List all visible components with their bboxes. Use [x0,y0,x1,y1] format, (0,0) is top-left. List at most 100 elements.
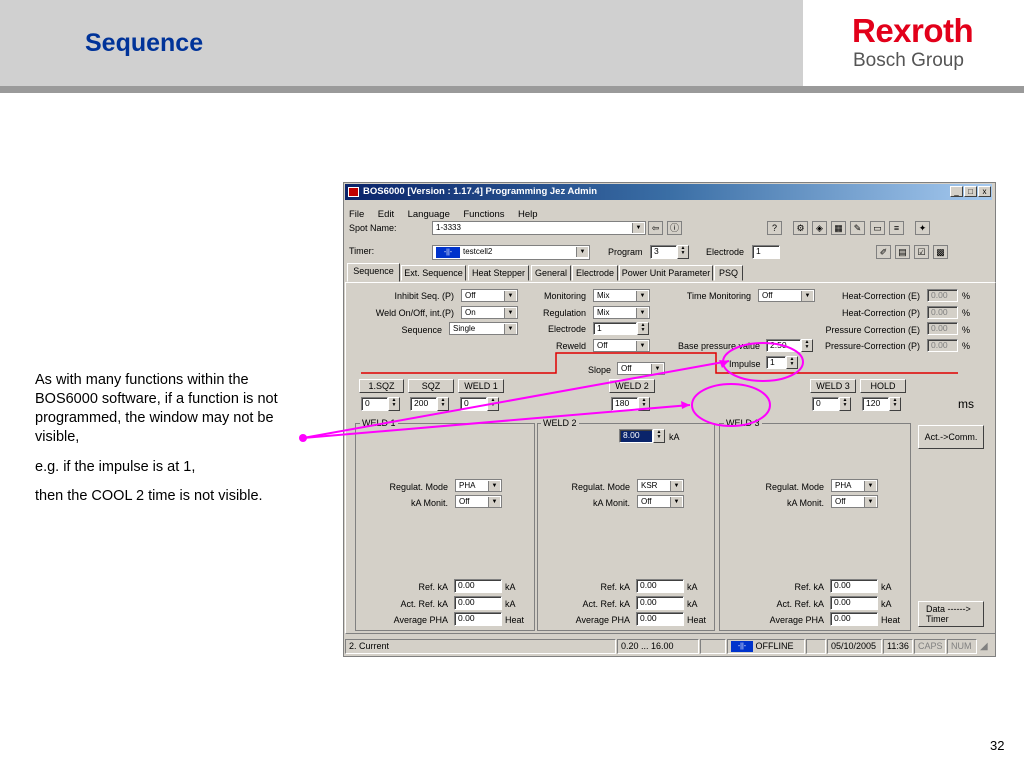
menu-edit[interactable]: Edit [377,209,395,220]
weld2-current-spinner[interactable]: ▲▼ [653,429,665,443]
tab-heat-stepper[interactable]: Heat Stepper [468,265,529,281]
regulation-select[interactable]: Mix▼ [593,306,650,319]
time-1sqz-input[interactable]: 0 [361,397,388,411]
tab-electrode[interactable]: Electrode [572,265,618,281]
weld2-ref-input[interactable]: 0.00 [636,579,684,593]
time-hold-input[interactable]: 120 [862,397,889,411]
heat-correction-e-input[interactable]: 0.00 [927,289,958,302]
settings-icon[interactable]: ⚙ [793,221,808,235]
pressure-correction-e-input[interactable]: 0.00 [927,322,958,335]
weld1-act-input[interactable]: 0.00 [454,596,502,610]
weld2-current-input[interactable]: 8.00 [619,429,653,443]
tab-psq[interactable]: PSQ [714,265,743,281]
spot-name-label: Spot Name: [349,223,397,233]
base-pressure-input[interactable]: 2.50 [766,339,801,352]
grid-icon[interactable]: ▦ [831,221,846,235]
minimize-button[interactable]: _ [950,186,963,197]
weld3-avg-input[interactable]: 0.00 [830,612,878,626]
impulse-spinner[interactable]: ▲▼ [786,356,798,369]
time-weld3-spinner[interactable]: ▲▼ [839,397,851,411]
data-timer-button[interactable]: Data ------> Timer [918,601,984,627]
menu-help[interactable]: Help [517,209,538,220]
time-sqz-spinner[interactable]: ▲▼ [437,397,449,411]
spot-name-select[interactable]: 1-3333▼ [432,221,646,235]
time-monitoring-select[interactable]: Off▼ [758,289,815,302]
heat-correction-p-input[interactable]: 0.00 [927,306,958,319]
reweld-select[interactable]: Off▼ [593,339,650,352]
data-timer-line1: Data ------> [926,604,971,614]
tab-power-unit[interactable]: Power Unit Parameter [619,265,713,281]
sequence-panel [345,282,996,634]
tab-sequence[interactable]: Sequence [347,263,400,282]
tool-icon[interactable]: ✦ [915,221,930,235]
chevron-down-icon: ▼ [504,324,516,334]
back-arrow-icon[interactable]: ⇦ [648,221,663,235]
table-icon[interactable]: ▩ [933,245,948,259]
electrode-num-spinner[interactable]: ▲▼ [637,322,649,335]
close-button[interactable]: x [978,186,991,197]
window-title: BOS6000 [Version : 1.17.4] Programming J… [363,186,598,197]
weld3-avg-label: Average PHA [769,615,824,625]
time-hold-spinner[interactable]: ▲▼ [889,397,901,411]
program-spinner[interactable]: ▲▼ [677,245,689,259]
inhibit-select[interactable]: Off▼ [461,289,518,302]
check-icon[interactable]: ☑ [914,245,929,259]
slope-select[interactable]: Off▼ [617,362,665,375]
help-icon[interactable]: ? [767,221,782,235]
edit-icon[interactable]: ✎ [850,221,865,235]
tab-ext-sequence[interactable]: Ext. Sequence [401,265,466,281]
time-weld2-spinner[interactable]: ▲▼ [638,397,650,411]
time-weld3-input[interactable]: 0 [812,397,839,411]
weld3-regul-select[interactable]: PHA▼ [831,479,878,492]
weld3-monit-select[interactable]: Off▼ [831,495,878,508]
weld3-monit-label: kA Monit. [786,498,824,508]
weld2-monit-select[interactable]: Off▼ [637,495,684,508]
program-input[interactable]: 3 [650,245,677,259]
weld1-regul-select[interactable]: PHA▼ [455,479,502,492]
time-weld1-spinner[interactable]: ▲▼ [487,397,499,411]
save-icon[interactable]: ▤ [895,245,910,259]
window-titlebar[interactable]: BOS6000 [Version : 1.17.4] Programming J… [345,184,992,200]
weld1-ref-input[interactable]: 0.00 [454,579,502,593]
weld2-regul-select[interactable]: KSR▼ [637,479,684,492]
inhibit-label: Inhibit Seq. (P) [394,291,454,301]
weld3-act-input[interactable]: 0.00 [830,596,878,610]
act-comm-button[interactable]: Act.->Comm. [918,425,984,449]
electrode-input[interactable]: 1 [752,245,780,259]
pressure-correction-p-input[interactable]: 0.00 [927,339,958,352]
weld2-avg-input[interactable]: 0.00 [636,612,684,626]
timer-select[interactable]: -||-testcell2▼ [432,245,590,260]
list-icon[interactable]: ≡ [889,221,904,235]
sequence-mode-select[interactable]: Single▼ [449,322,518,335]
info-icon[interactable]: ⓘ [667,221,682,235]
resize-grip-icon[interactable]: ◢ [980,641,988,652]
chevron-down-icon: ▼ [651,364,663,374]
weld3-ref-input[interactable]: 0.00 [830,579,878,593]
weld1-group-title: WELD 1 [360,418,398,428]
tab-general[interactable]: General [531,265,571,281]
time-weld1-input[interactable]: 0 [460,397,487,411]
heat-correction-e-label: Heat-Correction (E) [841,291,920,301]
time-header-weld2: WELD 2 [609,379,655,393]
time-header-weld1: WELD 1 [458,379,504,393]
menu-language[interactable]: Language [407,209,450,220]
time-weld2-input[interactable]: 180 [611,397,638,411]
pen-icon[interactable]: ✐ [876,245,891,259]
brand-logo-rexroth: Rexroth [852,12,974,49]
weld1-avg-input[interactable]: 0.00 [454,612,502,626]
weld1-monit-select[interactable]: Off▼ [455,495,502,508]
electrode-num-input[interactable]: 1 [593,322,637,335]
maximize-button[interactable]: □ [964,186,977,197]
document-icon[interactable]: ▭ [870,221,885,235]
impulse-input[interactable]: 1 [766,356,786,369]
weld-onoff-select[interactable]: On▼ [461,306,518,319]
menu-file[interactable]: File [349,209,365,220]
monitoring-select[interactable]: Mix▼ [593,289,650,302]
chevron-down-icon: ▼ [864,497,876,507]
weld2-act-input[interactable]: 0.00 [636,596,684,610]
nav-icon[interactable]: ◈ [812,221,827,235]
time-sqz-input[interactable]: 200 [410,397,437,411]
time-1sqz-spinner[interactable]: ▲▼ [388,397,400,411]
menu-functions[interactable]: Functions [463,209,505,220]
weld1-avg-unit: Heat [505,615,525,625]
